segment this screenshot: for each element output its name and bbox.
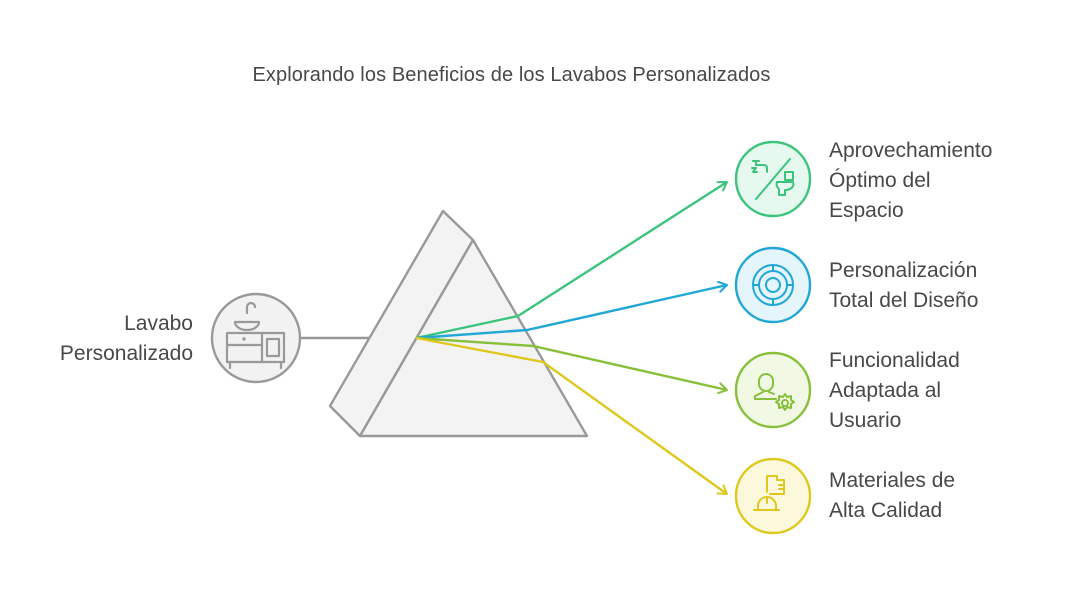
sink-vanity-icon	[225, 301, 286, 370]
output-node-design	[734, 246, 812, 324]
faucet-toilet-icon	[751, 158, 795, 200]
source-node	[210, 292, 302, 384]
output-label-space: Aprovechamiento Óptimo del Espacio	[829, 139, 993, 222]
output-node-space	[734, 140, 812, 218]
ray-lime	[415, 336, 728, 395]
ray-green	[415, 180, 728, 340]
output-node-function	[734, 351, 812, 429]
target-dial-icon	[752, 264, 794, 306]
output-label-design: Personalización Total del Diseño	[829, 259, 979, 312]
user-gear-icon	[754, 373, 795, 411]
ray-yellow	[415, 336, 728, 495]
ray-blue	[415, 280, 728, 340]
output-label-materials: Materiales de Alta Calidad	[829, 469, 956, 522]
prism	[328, 209, 589, 438]
output-node-materials	[734, 457, 812, 535]
hardhat-building-icon	[753, 475, 785, 511]
output-label-function: Funcionalidad Adaptada al Usuario	[829, 349, 960, 432]
source-label: Lavabo Personalizado	[59, 312, 193, 365]
diagram-title: Explorando los Beneficios de los Lavabos…	[252, 64, 771, 86]
